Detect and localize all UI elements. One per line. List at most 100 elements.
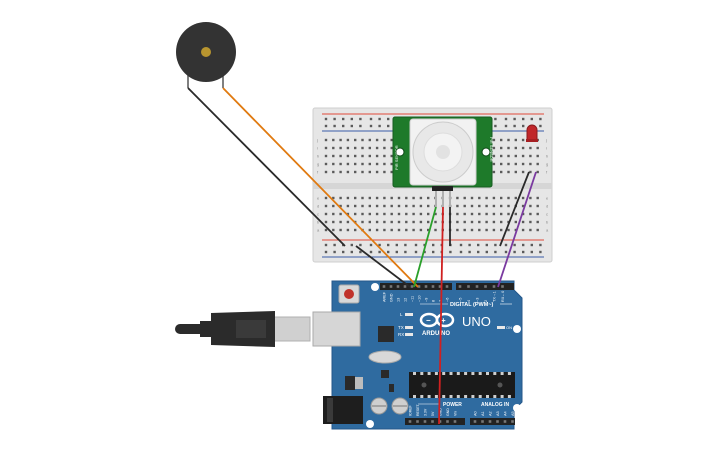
digital-pin-hole[interactable] [403,285,407,288]
breadboard-hole [514,162,517,166]
pir-mount-hole-left [395,147,405,157]
analog-pin-hole[interactable] [488,420,492,423]
rail-hole [423,243,426,247]
power-pin-hole[interactable] [453,420,457,423]
digital-pin-hole[interactable] [501,285,504,288]
digital-pin-label: 12 [403,298,407,302]
digital-pin-hole[interactable] [382,285,386,288]
breadboard-hole [456,196,459,200]
power-pin-label: 3.3V [423,408,427,416]
mcu-pin [500,395,504,398]
breadboard-hole [412,212,415,216]
breadboard-hole [383,220,386,224]
breadboard-hole [375,212,379,216]
wire-led-ground[interactable] [499,171,530,247]
breadboard-hole [456,228,459,232]
analog-pin-label: A2 [488,411,492,416]
analog-pin-hole[interactable] [503,420,507,423]
on-led [497,326,505,329]
digital-pin-hole[interactable] [424,285,428,288]
on-led-label: ON [506,325,512,330]
digital-pin-hole[interactable] [389,285,393,288]
analog-pin-hole[interactable] [481,420,484,423]
breadboard-hole [507,228,510,232]
digital-pin-hole[interactable] [417,285,421,288]
power-pin-hole[interactable] [408,420,412,423]
reset-button[interactable] [344,289,354,299]
digital-pin-hole[interactable] [445,285,449,288]
digital-pin-hole[interactable] [458,285,462,288]
rail-hole [378,117,381,121]
breadboard-hole [390,162,393,166]
wire-gnd-to-rail[interactable] [355,245,411,288]
rail-hole [522,117,525,121]
power-pin-label: GND [438,408,442,416]
row-letter: b [546,220,549,225]
digital-pin-hole[interactable] [484,285,487,288]
power-pin-hole[interactable] [431,420,434,423]
digital-pin-hole[interactable] [492,285,496,288]
rail-hole [522,243,525,247]
logo-right-loop [435,312,455,328]
piezo-buzzer[interactable] [176,22,236,88]
usb-cable[interactable] [175,311,311,347]
mcu-notch-left [421,382,427,388]
breadboard-hole [324,204,328,208]
breadboard-hole [500,138,503,142]
breadboard-hole [470,196,474,200]
wire-pir-out[interactable] [413,206,437,288]
mcu-pin [478,395,482,398]
pir-dome-center [436,145,450,159]
digital-header-left [380,283,452,290]
wire-led-signal[interactable] [497,171,537,288]
rail-hole [350,250,353,254]
rail-hole [485,243,488,247]
wire-pir-vcc[interactable] [438,206,444,425]
wire-buzzer-signal[interactable] [222,87,419,288]
digital-pin-hole[interactable] [467,285,470,288]
mcu-pin [442,372,446,375]
power-pin-hole[interactable] [416,420,419,423]
red-led[interactable] [526,124,538,142]
breadboard-hole [390,138,393,142]
mcu-pin [434,372,438,375]
pir-motion-sensor[interactable]: PIR SENSOR PIR SENSOR [392,116,494,207]
breadboard-hole [412,196,415,200]
row-letter: h [546,154,548,159]
power-pin-hole[interactable] [438,420,442,423]
rail-hole [359,250,362,254]
digital-pin-hole[interactable] [475,285,479,288]
breadboard-hole [361,138,364,142]
usb-port[interactable] [312,311,361,347]
breadboard-hole [354,146,357,150]
pir-mount-hole-right [481,147,491,157]
pir-pin-header [432,186,453,191]
microcontroller-socket [409,372,515,398]
breadboard-hole [405,220,408,224]
power-pin-hole[interactable] [446,420,449,423]
digital-pin-hole[interactable] [438,285,442,288]
breadboard-hole [397,228,401,232]
rail-hole [513,124,516,128]
analog-pin-hole[interactable] [473,420,477,423]
digital-pin-label: GND [389,293,393,302]
analog-pin-hole[interactable] [496,420,499,423]
breadboard-hole [339,204,342,208]
wire-buzzer-ground[interactable] [187,87,346,247]
analog-pin-label: A1 [481,411,485,416]
digital-pin-hole[interactable] [431,285,435,288]
power-pin-hole[interactable] [423,420,427,423]
small-chip [381,370,389,378]
analog-pin-hole[interactable] [511,420,514,423]
digital-pin-hole[interactable] [396,285,400,288]
breadboard-hole [368,196,371,200]
digital-pin-hole[interactable] [410,285,414,288]
row-letter: j [316,138,318,143]
rail-hole [468,243,471,247]
breadboard-hole [375,204,379,208]
breadboard-hole [339,220,342,224]
breadboard-hole [346,146,350,150]
mcu-pin [500,372,504,375]
